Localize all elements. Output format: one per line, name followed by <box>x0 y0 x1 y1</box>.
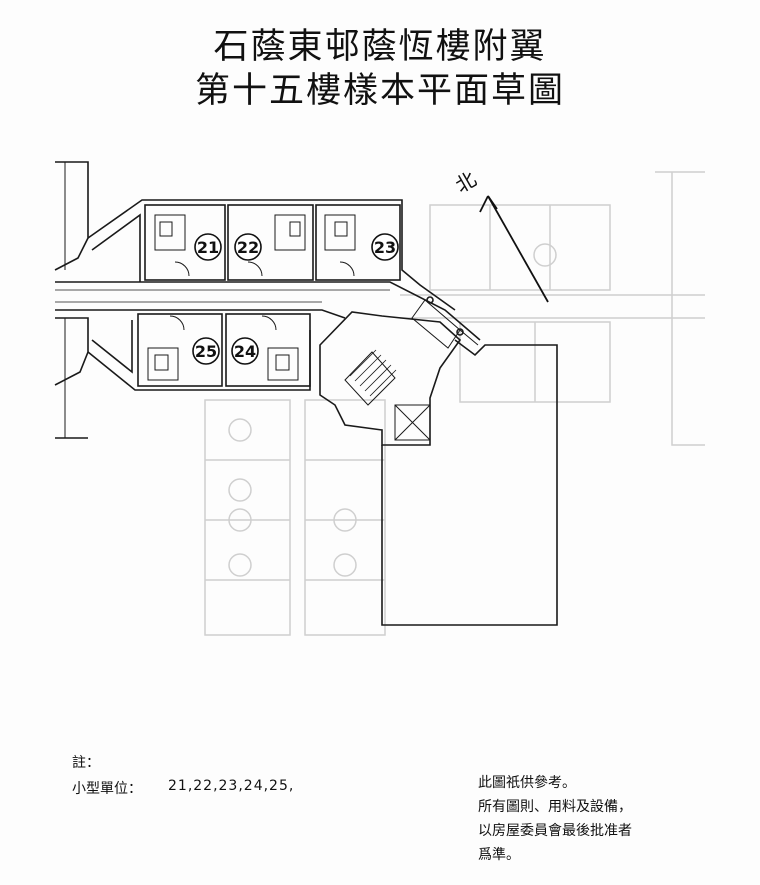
unit-22-circle <box>234 233 262 261</box>
stair-core <box>319 311 462 446</box>
open-space <box>381 339 558 626</box>
unit-24-circle <box>231 337 259 365</box>
ghost-plan <box>204 171 705 636</box>
unit-21-label: 21 <box>197 238 219 257</box>
unit-23-label: 23 <box>374 238 396 257</box>
title-estate-block: 石蔭東邨蔭恆樓附翼 <box>213 27 547 67</box>
north-arrow <box>479 195 549 303</box>
disclaimer-line-3: 以房屋委員會最後批准者 <box>478 823 632 839</box>
unit-25-circle <box>192 337 220 365</box>
unit-22-plan <box>227 204 314 281</box>
unit-markers: 21 22 23 24 25 <box>192 233 399 365</box>
adjoining-block-left <box>54 161 89 439</box>
small-units-value: 21,22,23,24,25, <box>168 778 295 794</box>
unit-21-plan <box>144 204 226 281</box>
unit-24-label: 24 <box>234 342 256 361</box>
unit-22-label: 22 <box>237 238 259 257</box>
unit-24-plan <box>225 313 311 387</box>
disclaimer-line-2: 所有圖則、用料及設備， <box>478 799 632 815</box>
small-units-label: 小型單位： <box>72 781 142 797</box>
corridor <box>55 281 481 341</box>
title-floor-plan: 第十五樓樣本平面草圖 <box>194 71 565 111</box>
disclaimer-line-4: 爲準。 <box>478 847 520 863</box>
note-label: 註： <box>72 755 100 771</box>
unit-23-plan <box>315 204 401 281</box>
upper-wing <box>87 199 456 311</box>
unit-21-circle <box>194 233 222 261</box>
disclaimer-line-1: 此圖祇供參考。 <box>478 775 576 791</box>
unit-25-plan <box>137 313 223 387</box>
unit-23-circle <box>371 233 399 261</box>
unit-25-label: 25 <box>195 342 217 361</box>
north-label: 北 <box>451 167 480 198</box>
